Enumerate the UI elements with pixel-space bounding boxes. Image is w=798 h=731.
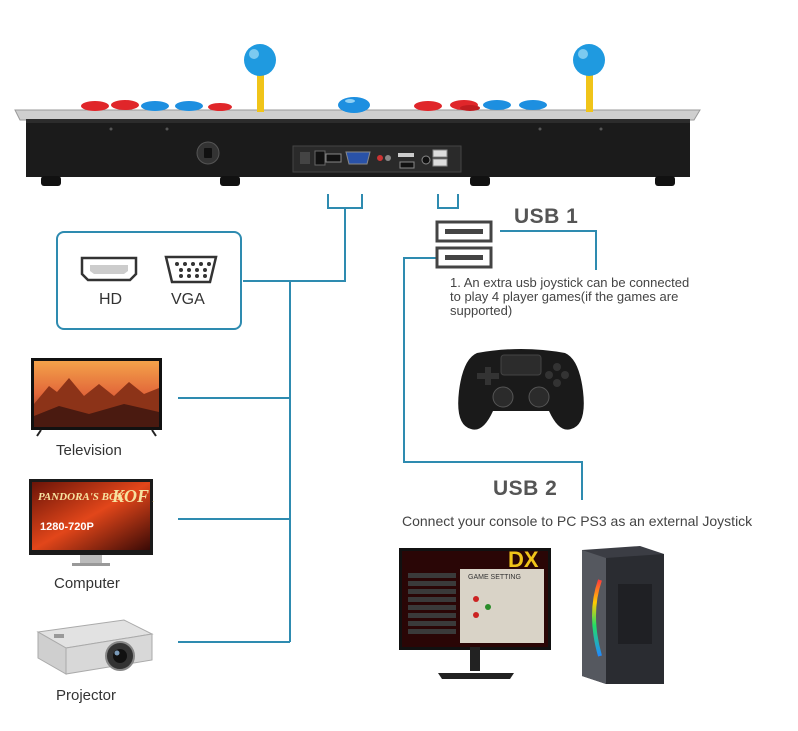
hd-label: HD [99, 291, 123, 308]
console-foot [41, 176, 61, 186]
computer-image: PANDORA'S BOX KOF XI 1280-720P [29, 479, 154, 566]
video-port-icons [80, 255, 218, 284]
video-output-box [56, 231, 242, 330]
pc-tower-image [582, 546, 664, 684]
game-title-text: PANDORA'S BOX [38, 491, 125, 503]
vga-port-icon [345, 151, 371, 165]
touchpad [500, 354, 542, 376]
computer-label: Computer [54, 575, 120, 592]
game-sub-text: KOF XI [111, 486, 154, 506]
usb-icon [435, 220, 493, 269]
usb2-title: USB 2 [493, 477, 558, 500]
projector-image [36, 619, 154, 675]
usb2-line [403, 257, 583, 500]
television-label: Television [56, 442, 122, 459]
joystick-shaft [586, 70, 593, 112]
usb1-note-line3: supported) [450, 303, 513, 318]
center-button [338, 97, 370, 113]
gamepad-image [458, 349, 584, 430]
projector-label: Projector [56, 687, 117, 704]
resolution-text: 1280-720P [40, 521, 94, 533]
dpad-icon [477, 367, 499, 385]
usb-port-bracket [437, 194, 459, 209]
console-foot [655, 176, 675, 186]
hdmi-icon [80, 256, 138, 282]
usb1-title: USB 1 [514, 205, 579, 228]
left-stick-icon [492, 386, 514, 408]
joystick-ball-left [244, 44, 276, 76]
usb-port-icon [432, 149, 448, 158]
menu-logo-text: DX [508, 547, 539, 572]
joystick-ball-right [573, 44, 605, 76]
menu-header-text: GAME SETTING [468, 574, 521, 581]
joystick-shaft [257, 70, 264, 112]
arcade-console [14, 44, 701, 186]
usb2-description: Connect your console to PC PS3 as an ext… [402, 513, 753, 529]
monitor-image: DX GAME SETTING [399, 547, 551, 679]
rgb-strip [592, 579, 602, 657]
usb-port-icon [432, 158, 448, 167]
usb1-line [500, 230, 597, 270]
video-feed-line [290, 208, 346, 282]
usb1-note-line1: 1. An extra usb joystick can be connecte… [450, 275, 690, 290]
hdmi-port-icon [325, 153, 342, 163]
television-image [31, 358, 162, 437]
console-foot [220, 176, 240, 186]
vga-label: VGA [171, 291, 205, 308]
right-stick-icon [528, 386, 550, 408]
usb1-note-line2: to play 4 player games(if the games are [450, 289, 679, 304]
player2-buttons [414, 100, 547, 111]
player1-buttons [81, 100, 232, 111]
console-foot [470, 176, 490, 186]
vga-icon [164, 255, 218, 284]
